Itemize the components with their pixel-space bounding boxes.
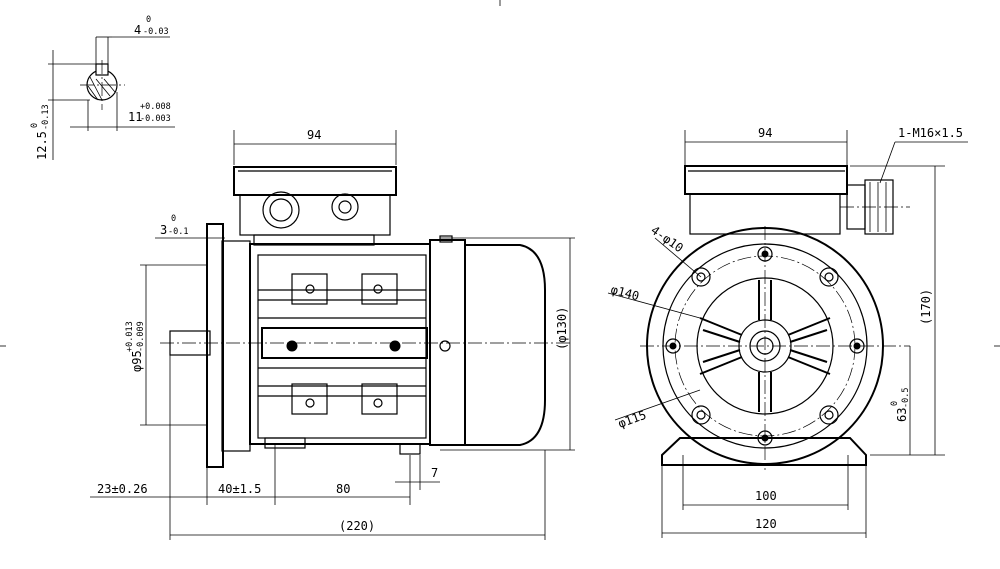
flange-thickness-lower: -0.1 (168, 227, 188, 237)
bolt-holes-label: 4-φ10 (648, 223, 686, 255)
shaft-height-upper: 0 (30, 123, 40, 128)
end-box-width: 94 (758, 126, 772, 140)
key-width-lower: -0.03 (143, 27, 169, 37)
spigot-diameter-base: φ95 (130, 350, 144, 372)
center-height-base: 63 (895, 408, 909, 422)
key-width-base: 4 (134, 23, 141, 37)
dim-80: 80 (336, 482, 350, 496)
sheet-marks (0, 0, 1000, 347)
foot-width-dim: 120 (755, 517, 777, 531)
key-depth-base: 11 (128, 110, 142, 124)
motor-side-view: 94 3 0 -0.1 φ95 +0.013 -0.009 (φ130) 23±… (90, 128, 575, 540)
dim-40: 40±1.5 (218, 482, 261, 496)
body-diameter: (φ130) (555, 307, 569, 350)
spigot-diameter-upper: +0.013 (125, 321, 135, 352)
key-depth-upper: +0.008 (140, 102, 171, 112)
side-box-width: 94 (307, 128, 321, 142)
overall-length-dim: (220) (339, 519, 375, 533)
motor-end-view: 94 1-M16×1.5 4-φ10 φ140 φ115 (170) 63 (607, 126, 968, 538)
center-height-upper: 0 (890, 401, 900, 406)
shaft-height-lower: -0.13 (41, 104, 51, 130)
overall-height-dim: (170) (919, 289, 933, 325)
shaft-height-base: 12.5 (35, 131, 49, 160)
key-width-upper: 0 (146, 15, 151, 25)
pcd-label: φ140 (609, 282, 641, 303)
spigot-diameter-lower: -0.009 (136, 321, 146, 352)
shaft-section-view: 4 0 -0.03 11 +0.008 -0.003 12.5 0 -0.13 (30, 15, 175, 160)
flange-thickness-base: 3 (160, 223, 167, 237)
center-height-lower: -0.5 (901, 388, 911, 408)
flange-thickness-upper: 0 (171, 214, 176, 224)
key-depth-lower: -0.003 (140, 114, 171, 124)
foot-hole-spacing-dim: 100 (755, 489, 777, 503)
spigot-label: φ115 (616, 408, 648, 431)
gland-thread-label: 1-M16×1.5 (898, 126, 963, 140)
dim-7: 7 (431, 466, 438, 480)
shaft-length-dim: 23±0.26 (97, 482, 148, 496)
